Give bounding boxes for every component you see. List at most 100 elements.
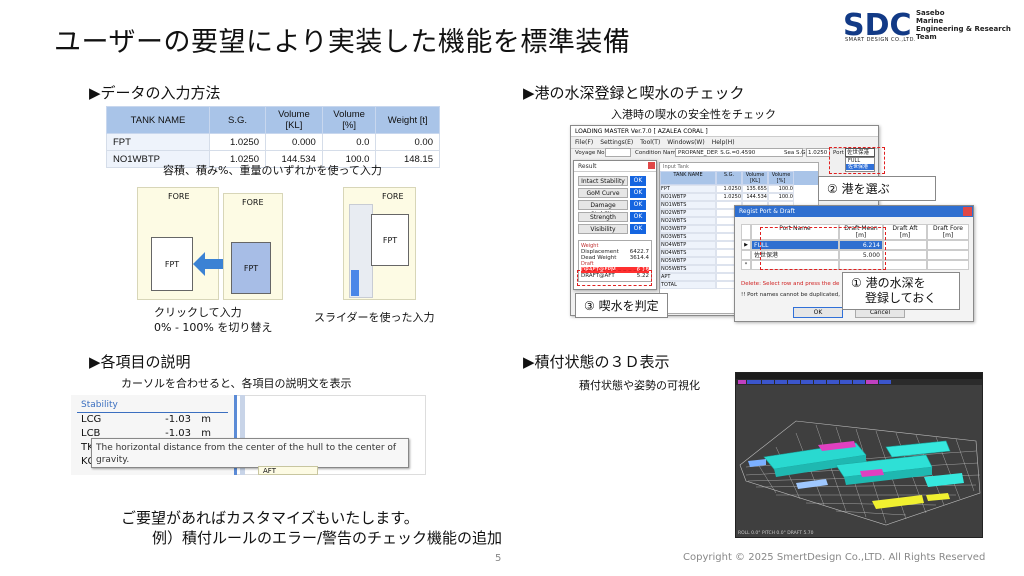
voyage-label: Voyage No. [575, 150, 607, 156]
tool-button[interactable] [840, 380, 852, 384]
port-draft-subtitle: 入港時の喫水の安全性をチェック [611, 108, 776, 121]
company-logo: SDC [843, 8, 912, 42]
col-header: Volume [KL] [742, 171, 768, 185]
result-item-label[interactable]: Intact Stability [578, 176, 628, 186]
sea-sg-input[interactable]: 1.0250 [806, 148, 830, 157]
table-row: NO1WBTP 1.0250 144.534 100.0 148.15 [106, 150, 440, 168]
input-tank-title: Input Tank [663, 164, 689, 170]
aft-label: AFT [258, 466, 318, 475]
callout-depth: ① 港の水深を 登録しておく [842, 272, 960, 310]
result-item-label[interactable]: GoM Curve [578, 188, 628, 198]
window-title: LOADING MASTER Ver.7.0 [ AZALEA CORAL ] [571, 126, 878, 137]
scrollbar[interactable] [240, 395, 245, 475]
condition-input[interactable]: PROPANE_DEP. S.G.=0.4590 [675, 148, 803, 157]
port-option[interactable]: FULL [848, 158, 861, 164]
splitter-bar[interactable] [234, 395, 237, 475]
col-header: Volume [%] [768, 171, 794, 185]
fpt-cell-full[interactable]: FPT [231, 242, 271, 294]
ok-badge[interactable]: OK [630, 200, 646, 210]
stability-title: Stability [81, 400, 118, 410]
tooltip-popup: The horizontal distance from the center … [91, 438, 409, 468]
tool-button[interactable] [801, 380, 813, 384]
col-header: Volume [KL] [265, 106, 323, 134]
col-header: Volume [%] [321, 106, 377, 134]
stability-row[interactable]: TK [81, 442, 94, 453]
result-item-label[interactable]: Damage Stability [578, 200, 628, 218]
tool-button[interactable] [775, 380, 787, 384]
ok-badge[interactable]: OK [630, 224, 646, 234]
col-header: Weight [t] [375, 106, 440, 134]
copyright: Copyright © 2025 SmertDesign Co.,LTD. Al… [683, 552, 986, 563]
3d-toolbar [736, 379, 982, 385]
tool-button[interactable] [738, 380, 746, 384]
tool-button[interactable] [879, 380, 891, 384]
tool-button[interactable] [747, 380, 761, 384]
tool-button[interactable] [853, 380, 865, 384]
ok-badge[interactable]: OK [630, 188, 646, 198]
tool-button[interactable] [814, 380, 826, 384]
menu-file[interactable]: File(F) [575, 139, 594, 146]
logo-subtext: SMART DESIGN CO.,LTD. [845, 37, 917, 43]
menu-help[interactable]: Help(H) [711, 139, 735, 146]
sea-sg-label: Sea S.G. [784, 150, 808, 156]
voyage-input[interactable] [605, 148, 631, 157]
col-header: Draft Mean [m] [839, 224, 883, 240]
result-item-label[interactable]: Strength [578, 212, 628, 222]
callout-draft: ③ 喫水を判定 [575, 293, 668, 318]
menu-windows[interactable]: Windows(W) [667, 139, 705, 146]
col-header: TANK NAME [106, 106, 210, 134]
fpt-cell-empty[interactable]: FPT [151, 237, 193, 291]
custom-note-1: ご要望があればカスタマイズもいたします。 [121, 509, 419, 527]
3d-status: ROLL 0.0° PITCH 0.0° DRAFT 5.70 [738, 531, 814, 536]
slider-note: スライダーを使った入力 [314, 311, 435, 324]
ok-badge[interactable]: OK [630, 176, 646, 186]
page-number: 5 [495, 553, 502, 564]
slider-handle[interactable] [351, 270, 359, 296]
col-header: Port Name [751, 224, 839, 240]
tool-button[interactable] [866, 380, 878, 384]
menu-settings[interactable]: Settings(E) [600, 139, 634, 146]
ship-3d-render[interactable] [736, 385, 983, 530]
view3d-subtitle: 積付状態や姿勢の可視化 [579, 379, 700, 392]
dialog-ok-button[interactable]: OK [793, 307, 843, 318]
col-header: TANK NAME [660, 171, 716, 185]
col-header: Draft Aft [m] [883, 224, 927, 240]
menu-tool[interactable]: Tool(T) [640, 139, 661, 146]
tool-button[interactable] [788, 380, 800, 384]
logo-letters: SDC [843, 8, 912, 42]
dialog-close-icon[interactable] [963, 207, 972, 216]
tool-button[interactable] [762, 380, 774, 384]
condition-label: Condition Name [635, 150, 680, 156]
duplicate-note: !! Port names cannot be duplicated, [741, 292, 840, 298]
port-option[interactable]: 佐世保港 [846, 164, 874, 170]
close-icon[interactable] [648, 162, 655, 169]
3d-view-window: ROLL 0.0° PITCH 0.0° DRAFT 5.70 [735, 372, 983, 538]
col-header: S.G. [209, 106, 266, 134]
result-item-label[interactable]: Visibility [578, 224, 628, 234]
port-draft-heading: ▶港の水深登録と喫水のチェック [523, 84, 745, 102]
result-title: Result [574, 161, 656, 172]
depth-highlight [760, 227, 886, 270]
dialog-title: Regist Port & Draft [735, 206, 973, 217]
items-subtitle: カーソルを合わせると、各項目の説明文を表示 [121, 377, 352, 390]
port-dropdown: FULL 佐世保港 [845, 157, 875, 172]
page-title: ユーザーの要望により実装した機能を標準装備 [54, 27, 631, 58]
tool-button[interactable] [827, 380, 839, 384]
delete-note: Delete: Select row and press the de [741, 281, 840, 287]
fpt-cell-slider[interactable]: FPT [371, 214, 409, 266]
draft-highlight [577, 270, 652, 286]
port-select[interactable]: 佐世保港 [845, 148, 875, 157]
ok-badge[interactable]: OK [630, 212, 646, 222]
view3d-heading: ▶積付状態の３Ｄ表示 [523, 353, 670, 371]
